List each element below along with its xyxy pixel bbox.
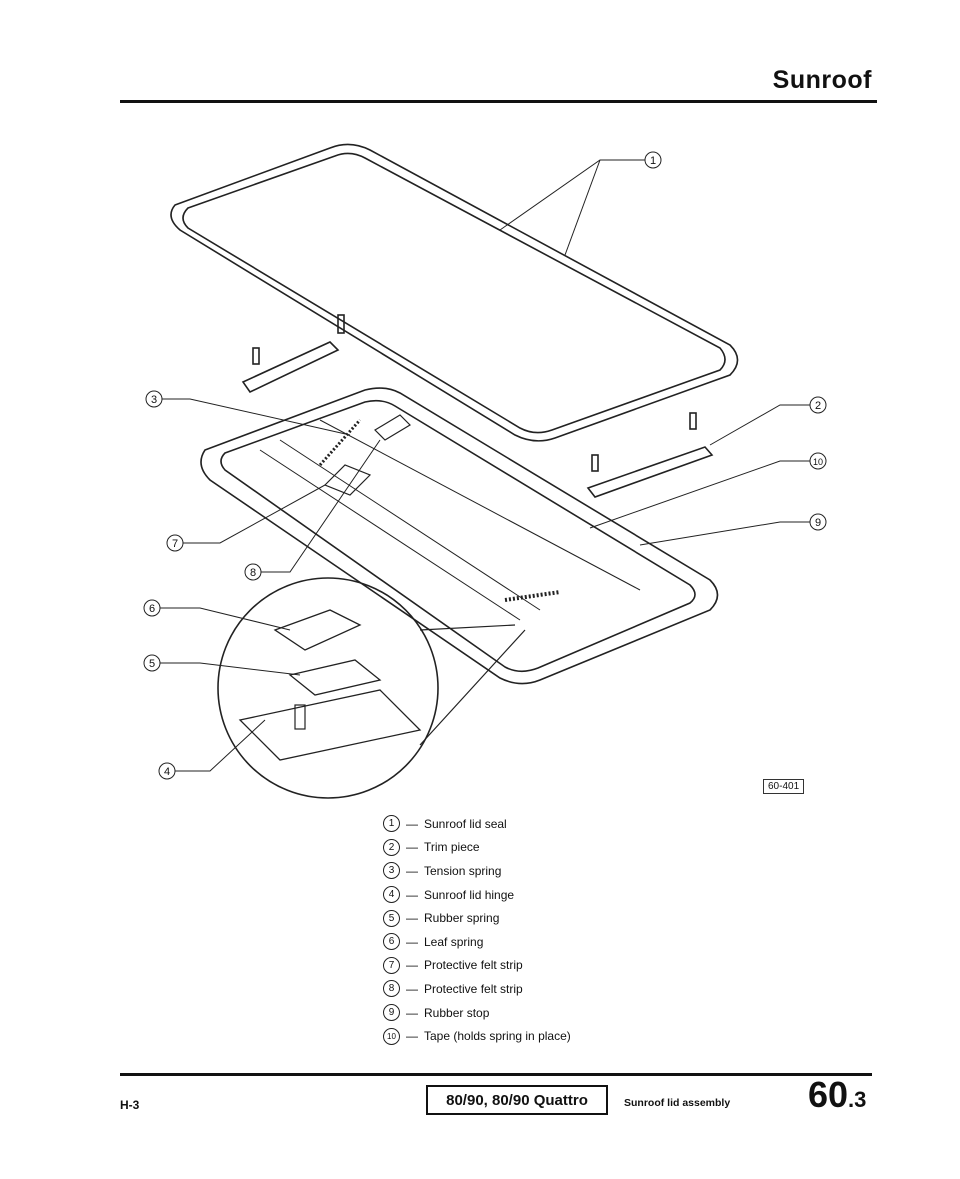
legend-text: Protective felt strip: [424, 981, 523, 996]
seal-frame-inner: [182, 152, 726, 434]
legend-item: 10—Tape (holds spring in place): [383, 1024, 571, 1048]
legend-text: Tape (holds spring in place): [424, 1029, 571, 1044]
section-minor: .3: [848, 1087, 867, 1112]
section-number: 60.3: [808, 1074, 866, 1116]
legend-text: Rubber stop: [424, 1005, 490, 1020]
legend-item: 7—Protective felt strip: [383, 954, 571, 978]
legend-number: 7: [383, 956, 400, 974]
figure-reference: 60-401: [763, 779, 805, 794]
legend-item: 9—Rubber stop: [383, 1001, 571, 1025]
legend-number: 2: [383, 838, 400, 856]
legend-item: 4—Sunroof lid hinge: [383, 883, 571, 907]
trim-piece-left: [241, 341, 340, 394]
legend-number: 9: [383, 1004, 400, 1022]
exploded-diagram: 1 2 3 4 5 6 7 8 9 10: [120, 120, 860, 810]
legend-text: Leaf spring: [424, 934, 484, 949]
legend-item: 2—Trim piece: [383, 836, 571, 860]
callout-7: 7: [172, 538, 178, 550]
legend-number: 4: [383, 886, 400, 904]
header-rule: [120, 100, 877, 103]
legend-text: Protective felt strip: [424, 958, 523, 973]
legend-number: 1: [383, 815, 400, 833]
callout-2: 2: [815, 400, 821, 412]
callout-10: 10: [813, 457, 823, 467]
legend-number: 6: [383, 933, 400, 951]
callout-9: 9: [815, 517, 821, 529]
legend-text: Sunroof lid seal: [424, 816, 507, 831]
section-name: Sunroof lid assembly: [624, 1097, 731, 1109]
lid-panel-inner: [220, 399, 696, 673]
lid-panel-outer: [200, 387, 719, 685]
callouts: [143, 151, 827, 780]
section-major: 60: [808, 1074, 849, 1115]
legend-item: 8—Protective felt strip: [383, 977, 571, 1001]
legend-text: Sunroof lid hinge: [424, 887, 515, 902]
callout-6: 6: [149, 603, 155, 615]
footer-rule: [120, 1073, 872, 1076]
legend-item: 6—Leaf spring: [383, 930, 571, 954]
legend-text: Rubber spring: [424, 911, 500, 926]
callout-3: 3: [151, 394, 157, 406]
trim-piece-right: [586, 446, 714, 498]
legend-item: 5—Rubber spring: [383, 906, 571, 930]
tension-spring: [318, 419, 362, 466]
callout-4: 4: [164, 766, 170, 778]
legend-item: 3—Tension spring: [383, 859, 571, 883]
legend-number: 3: [383, 862, 400, 880]
legend-item: 1—Sunroof lid seal: [383, 812, 571, 836]
detail-zoom-circle: [217, 577, 439, 799]
legend-text: Tension spring: [424, 863, 502, 878]
legend-number: 10: [383, 1027, 400, 1045]
tension-spring-lower: [504, 590, 561, 602]
legend-text: Trim piece: [424, 840, 480, 855]
page-header-title: Sunroof: [772, 66, 872, 94]
parts-legend: 1—Sunroof lid seal 2—Trim piece 3—Tensio…: [383, 812, 571, 1048]
legend-number: 8: [383, 980, 400, 998]
model-box: 80/90, 80/90 Quattro: [426, 1085, 608, 1115]
legend-number: 5: [383, 909, 400, 927]
sunroof-diagram-svg: 1 2 3 4 5 6 7 8 9 10: [143, 143, 827, 799]
callout-8: 8: [250, 567, 256, 579]
callout-5: 5: [149, 658, 155, 670]
callout-1: 1: [650, 155, 656, 167]
seal-frame-outer: [170, 143, 739, 442]
page-reference: H-3: [120, 1098, 140, 1112]
